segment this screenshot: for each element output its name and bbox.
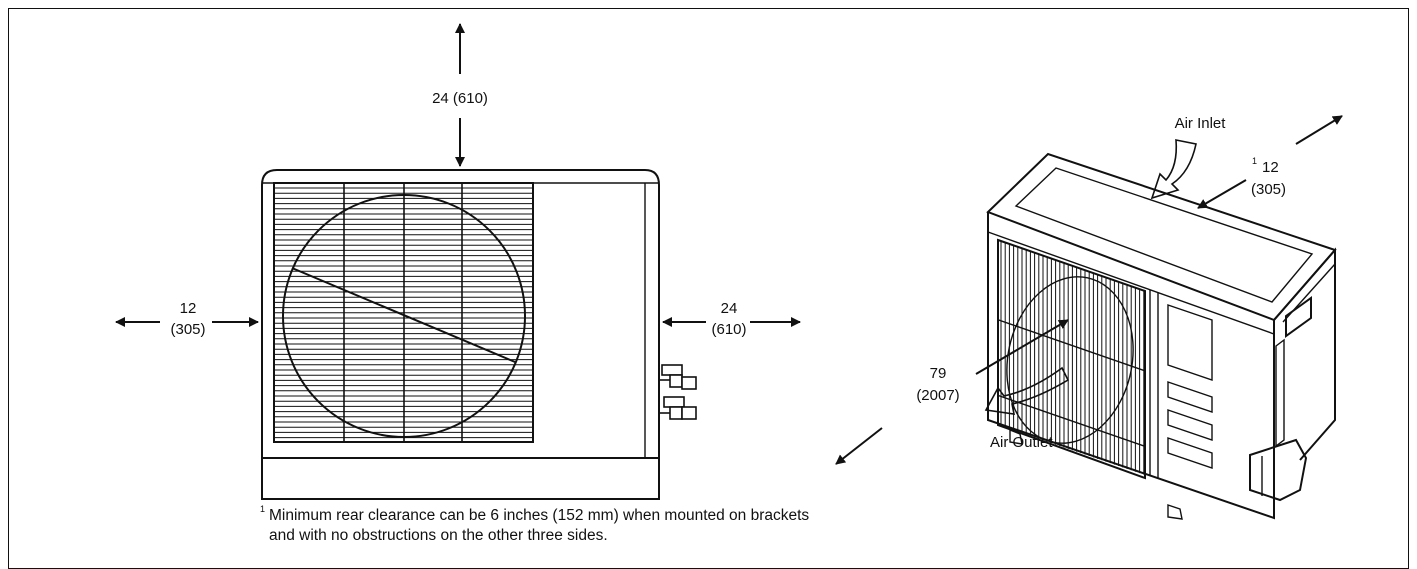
rear-clearance-value: 12 xyxy=(1262,159,1279,176)
air-outlet-label: Air Outlet xyxy=(990,434,1053,451)
service-valves xyxy=(660,364,697,420)
front-clearance-value: 79 xyxy=(930,365,947,382)
air-outlet-arrow xyxy=(984,366,1070,415)
top-clearance-label: 24 (610) xyxy=(432,90,488,107)
front-clearance-mm: (2007) xyxy=(916,387,959,404)
footnote-line-2: and with no obstructions on the other th… xyxy=(269,527,608,544)
footnote-marker: 1 xyxy=(260,504,265,514)
air-inlet-arrow xyxy=(1150,139,1197,200)
iso-view-unit xyxy=(986,152,1337,520)
right-clearance-mm: (610) xyxy=(711,321,746,338)
fan-circle xyxy=(282,194,526,438)
front-clearance-arrow xyxy=(835,319,1069,465)
air-inlet-label: Air Inlet xyxy=(1175,115,1227,132)
rear-note-marker: 1 xyxy=(1252,156,1257,166)
footnote-line-1: Minimum rear clearance can be 6 inches (… xyxy=(269,507,809,524)
figure-border xyxy=(8,8,1409,569)
front-view-unit xyxy=(261,169,697,500)
left-clearance-value: 12 xyxy=(180,300,197,317)
right-clearance-value: 24 xyxy=(721,300,738,317)
rear-clearance-mm: (305) xyxy=(1251,181,1286,198)
rear-clearance-arrows xyxy=(1197,115,1343,209)
left-clearance-mm: (305) xyxy=(170,321,205,338)
